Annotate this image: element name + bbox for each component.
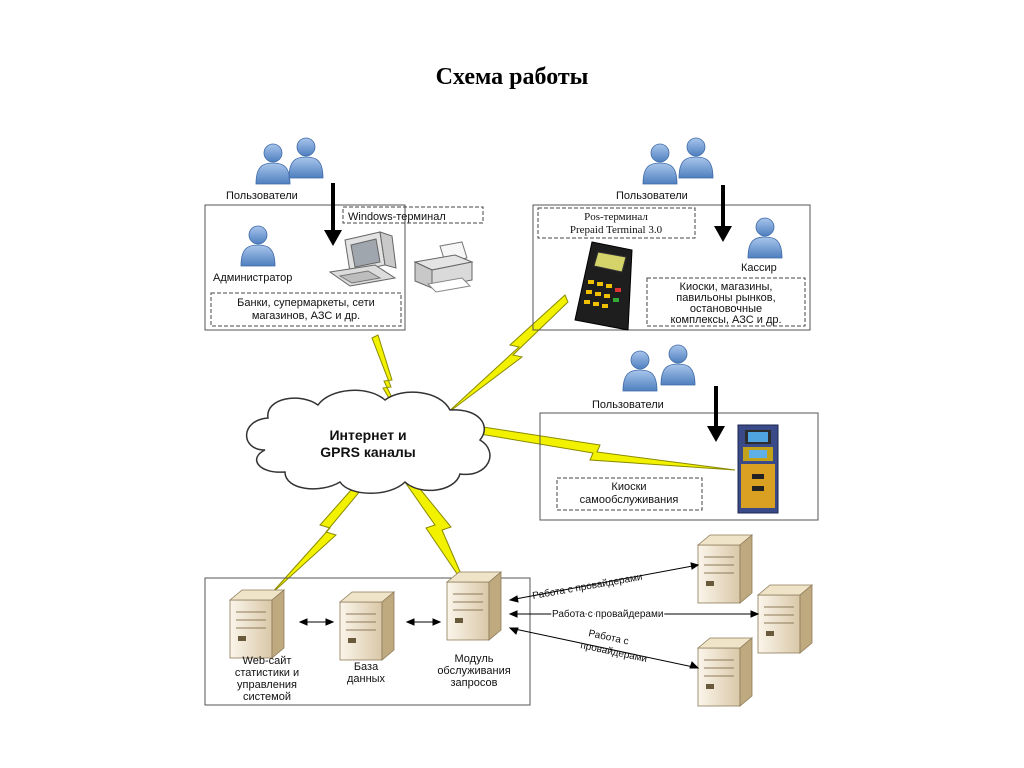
server-icon (229, 589, 285, 659)
website-label: Web-сайт статистики и управления системо… (235, 655, 299, 703)
label-line: Модуль (455, 653, 494, 665)
note-box (556, 477, 703, 511)
note-lines: Киоски, магазины, павильоны рынков, оста… (670, 281, 781, 326)
module-server-icon (446, 571, 502, 641)
arrow-down-icon (707, 386, 725, 442)
label-line: База (354, 661, 379, 673)
users-label: Пользователи (592, 399, 664, 411)
printer-icon (413, 241, 474, 293)
users-icon (622, 344, 696, 392)
label-line: запросов (451, 677, 498, 689)
cashier-label: Кассир (741, 262, 777, 274)
cashier-icon (747, 217, 783, 259)
internet-cloud: Интернет и GPRS каналы (245, 389, 491, 494)
label-line: данных (347, 673, 386, 685)
note-line: Киоски, магазины, (680, 281, 773, 293)
label-line: статистики и (235, 667, 299, 679)
provider-link-label: Работа с провайдерами (552, 608, 663, 620)
note-line: Киоски (611, 481, 646, 493)
middle-right-section: Пользователи Киоски самообслуживания (539, 344, 819, 521)
label-line: обслуживания (437, 665, 510, 677)
arrow-down-icon (324, 183, 342, 246)
pos-terminal-icon (574, 241, 633, 331)
top-right-section: Пользователи Pos-терминал Prepaid Termin… (532, 137, 811, 331)
double-arrow-icon (405, 618, 442, 626)
users-icon (255, 137, 324, 185)
label-line: Web-сайт (243, 655, 292, 667)
terminal-label-box (342, 206, 484, 224)
provider-link-label: Работа с провайдерами (531, 571, 643, 602)
arrow-down-icon (714, 185, 732, 242)
label-line: управления (237, 679, 297, 691)
note-box (210, 292, 402, 327)
kiosk-icon (737, 424, 779, 514)
lightning-icon (467, 424, 736, 471)
lightning-icon (444, 294, 569, 416)
note-line: самообслуживания (580, 494, 679, 506)
cloud-label-line: Интернет и (329, 427, 406, 443)
terminal-label-box (537, 207, 696, 239)
users-label: Пользователи (616, 190, 688, 202)
note-line: комплексы, АЗС и др. (670, 314, 781, 326)
top-left-section: Пользователи Windows-терминал Администра… (204, 137, 484, 331)
terminal-label-line: Pos-терминал (584, 211, 648, 223)
provider-server-icon (697, 637, 753, 707)
database-label: База данных (347, 661, 386, 685)
terminal-label: Windows-терминал (348, 211, 446, 223)
admin-icon (240, 225, 276, 267)
computer-icon (328, 231, 397, 287)
provider-link (508, 627, 700, 669)
note-line: Банки, супермаркеты, сети (237, 297, 375, 309)
provider-link (508, 562, 700, 603)
note-box (646, 277, 806, 327)
module-label: Модуль обслуживания запросов (437, 653, 510, 689)
cloud-label-line: GPRS каналы (320, 444, 415, 460)
users-label: Пользователи (226, 190, 298, 202)
label-line: системой (243, 691, 291, 703)
provider-server-icon (757, 584, 813, 654)
terminal-label-line: Prepaid Terminal 3.0 (570, 224, 663, 236)
admin-label: Администратор (213, 272, 292, 284)
double-arrow-icon (298, 618, 335, 626)
note-line: павильоны рынков, (676, 292, 775, 304)
slide-title: Схема работы (435, 64, 589, 90)
note-line: магазинов, АЗС и др. (252, 310, 360, 322)
provider-link (508, 610, 760, 618)
bottom-section: Web-сайт статистики и управления системо… (204, 571, 531, 706)
users-icon (642, 137, 714, 185)
note-line: остановочные (690, 303, 762, 315)
provider-server-icon (697, 534, 753, 604)
database-server-icon (339, 591, 395, 661)
